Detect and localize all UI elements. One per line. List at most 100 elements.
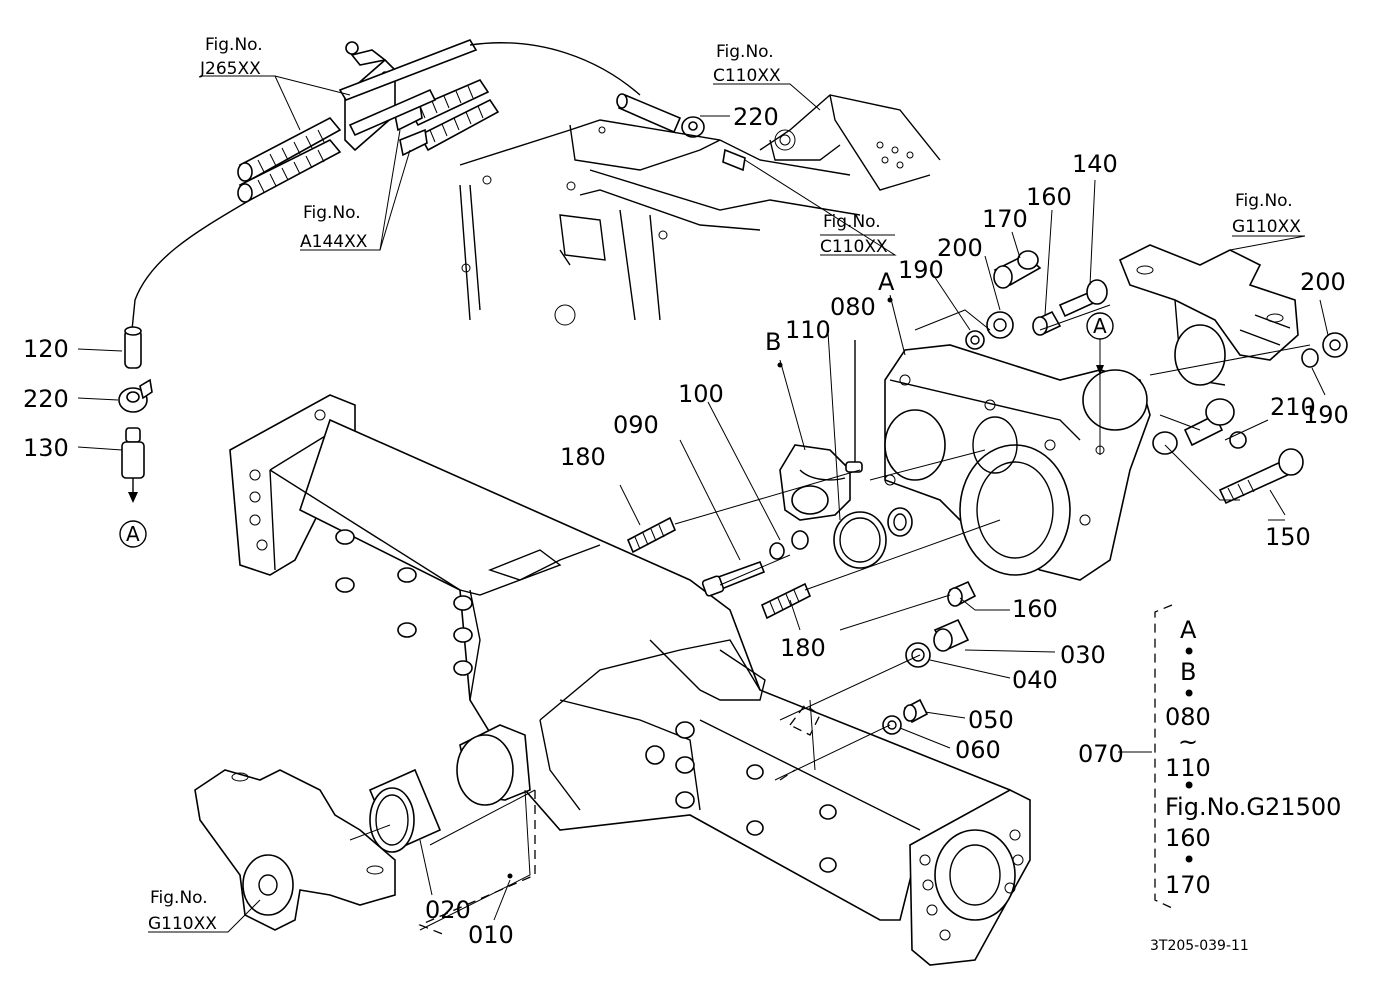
- asm-tilde: ~: [1178, 728, 1198, 756]
- callout-140: 140: [1072, 150, 1118, 178]
- asm-item-110: 110: [1165, 754, 1211, 782]
- part-210-fitting: [1183, 398, 1247, 449]
- part-090-bolt: [701, 560, 766, 597]
- svg-text:C110XX: C110XX: [713, 66, 781, 86]
- callout-160-mid: 160: [1012, 595, 1058, 623]
- g110-bracket-right: [1118, 244, 1299, 386]
- leader-lines: [77, 75, 1329, 933]
- asm-item-170: 170: [1165, 871, 1211, 899]
- marker-a-circle-right: A: [1086, 312, 1114, 365]
- callout-200-left: 200: [937, 234, 983, 262]
- svg-text:Fig.No.: Fig.No.: [303, 203, 361, 223]
- part-140-bolt: [1058, 279, 1108, 318]
- part-050-plug: [903, 698, 929, 724]
- callout-200-right: 200: [1300, 268, 1346, 296]
- asm-dot-4: •: [1182, 846, 1196, 874]
- callout-100: 100: [678, 380, 724, 408]
- part-030-plug: [933, 618, 970, 652]
- spring-lever-cluster: [237, 39, 500, 203]
- asm-item-160: 160: [1165, 824, 1211, 852]
- callout-010: 010: [468, 921, 514, 949]
- part-130-joint: [121, 427, 145, 503]
- asm-item-a: A: [1180, 616, 1197, 644]
- callout-190-left: 190: [898, 256, 944, 284]
- fig-ref-j265: Fig.No. J265XX: [199, 35, 263, 79]
- fig-ref-c110-top: Fig.No. C110XX: [713, 42, 781, 86]
- part-040-washer: [905, 642, 931, 668]
- marker-b-letter: B: [765, 328, 781, 356]
- part-200-nut-right: [1322, 332, 1348, 358]
- fig-ref-g110-right: Fig.No. G110XX: [1232, 191, 1301, 237]
- assembly-070-bracket: [1154, 604, 1173, 909]
- part-170-fitting: [993, 250, 1042, 289]
- part-060-washer: [882, 715, 902, 735]
- svg-text:Fig.No.: Fig.No.: [1235, 191, 1293, 211]
- part-160-bushing-mid: [947, 580, 977, 607]
- seal-ring: [887, 507, 913, 537]
- svg-text:J265XX: J265XX: [199, 59, 261, 79]
- asm-dot-3: •: [1182, 772, 1196, 800]
- callout-040: 040: [1012, 666, 1058, 694]
- callout-220-left: 220: [23, 385, 69, 413]
- part-220-clip-top: [681, 116, 705, 138]
- callout-180-upper: 180: [560, 443, 606, 471]
- part-190-washer-left: [965, 330, 985, 350]
- callout-180-lower: 180: [780, 634, 826, 662]
- figure-references: Fig.No. J265XX Fig.No. C110XX Fig.No. C1…: [148, 35, 1301, 934]
- svg-text:G110XX: G110XX: [1232, 217, 1301, 237]
- svg-text:A: A: [1093, 314, 1107, 338]
- svg-text:A: A: [126, 522, 140, 546]
- g110-bracket-bottom: [194, 769, 396, 931]
- part-b-half-bushing: [779, 444, 851, 521]
- svg-text:G110XX: G110XX: [148, 914, 217, 934]
- asm-item-b: B: [1180, 658, 1196, 686]
- callout-110: 110: [785, 316, 831, 344]
- callout-050: 050: [968, 706, 1014, 734]
- callout-220-top: 220: [733, 103, 779, 131]
- part-200-nut-left: [986, 311, 1014, 339]
- svg-text:Fig.No.: Fig.No.: [150, 888, 208, 908]
- part-190-washer-right: [1301, 348, 1319, 368]
- assembly-070-list: A • B • 080 ~ 110 • Fig.No.G21500 160 • …: [1165, 616, 1341, 899]
- axle-housing: [229, 394, 1031, 966]
- callout-060: 060: [955, 736, 1001, 764]
- svg-text:Fig.No.: Fig.No.: [823, 212, 881, 232]
- part-020-bushing: [368, 768, 442, 853]
- part-150-bolt: [1218, 448, 1304, 505]
- fig-ref-g110-bottom: Fig.No. G110XX: [148, 888, 217, 934]
- callout-150: 150: [1265, 523, 1311, 551]
- callout-130: 130: [23, 434, 69, 462]
- drawing-code: 3T205-039-11: [1150, 938, 1249, 954]
- asm-item-080: 080: [1165, 703, 1211, 731]
- part-100-washer: [769, 542, 785, 560]
- part-120-top-pin: [616, 93, 682, 134]
- callout-210: 210: [1270, 393, 1316, 421]
- svg-text:A144XX: A144XX: [300, 232, 368, 252]
- svg-text:Fig.No.: Fig.No.: [205, 35, 263, 55]
- fig-ref-a144: Fig.No. A144XX: [300, 203, 368, 252]
- callout-120: 120: [23, 335, 69, 363]
- asm-dot-1: •: [1182, 638, 1196, 666]
- marker-a-letter: A: [878, 268, 895, 296]
- cable-line: [131, 199, 251, 331]
- part-180-stud-upper: [626, 516, 677, 554]
- frame-background: [459, 94, 941, 326]
- marker-a-circle-left: A: [119, 520, 147, 548]
- callout-030: 030: [1060, 641, 1106, 669]
- part-220-clip-left: [118, 378, 153, 413]
- guide-lines: [349, 304, 1311, 931]
- part-120-pin: [124, 326, 142, 369]
- callout-labels: 010 020 030 040 050 060 070 080 090 100 …: [23, 103, 1349, 949]
- svg-text:C110XX: C110XX: [820, 237, 888, 257]
- callout-020: 020: [425, 896, 471, 924]
- asm-item-g21500: Fig.No.G21500: [1165, 793, 1341, 821]
- asm-dot-2: •: [1182, 680, 1196, 708]
- part-160-bushing-top: [1032, 310, 1062, 336]
- gear-case-a: [884, 344, 1151, 581]
- callout-070: 070: [1078, 740, 1124, 768]
- svg-text:Fig.No.: Fig.No.: [716, 42, 774, 62]
- callout-170: 170: [982, 205, 1028, 233]
- callout-160-top: 160: [1026, 183, 1072, 211]
- fig-ref-c110-mid: Fig.No. C110XX: [820, 212, 888, 257]
